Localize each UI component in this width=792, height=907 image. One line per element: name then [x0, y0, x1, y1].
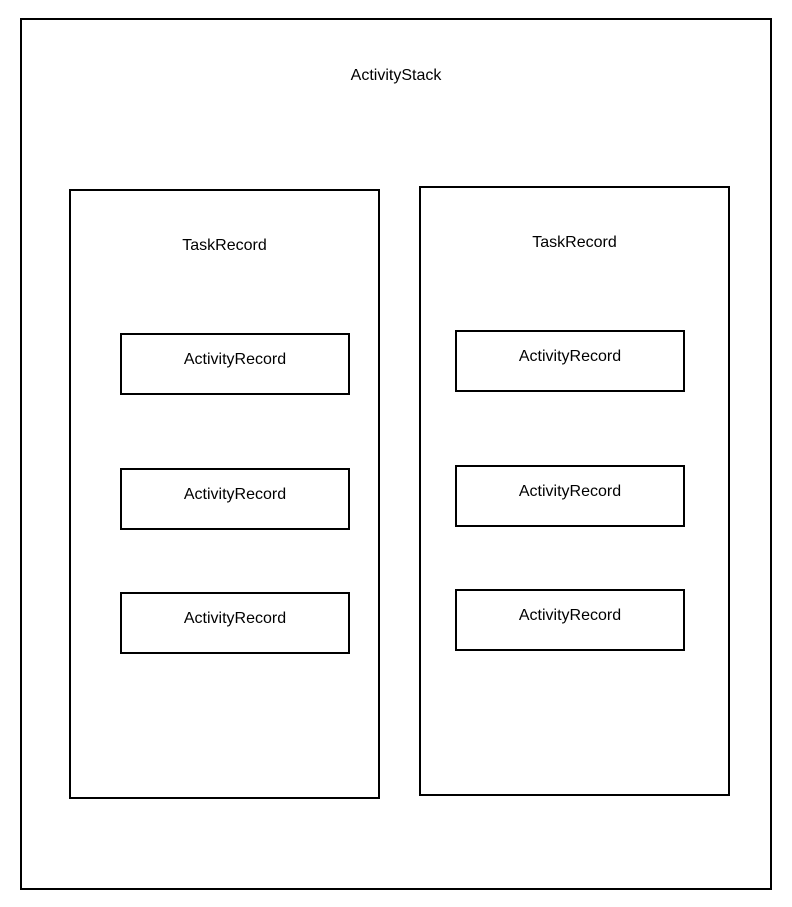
task-record-label: TaskRecord: [532, 234, 617, 251]
activity-record-box: ActivityRecord: [120, 592, 350, 654]
activity-stack-label: ActivityStack: [350, 67, 442, 84]
activity-record-box: ActivityRecord: [455, 465, 685, 527]
activity-stack-box: ActivityStack TaskRecord ActivityRecord …: [20, 18, 772, 890]
task-record-box-2: TaskRecord ActivityRecord ActivityRecord…: [419, 186, 730, 796]
activity-record-box: ActivityRecord: [120, 468, 350, 530]
task-record-box-1: TaskRecord ActivityRecord ActivityRecord…: [69, 189, 380, 799]
activity-record-box: ActivityRecord: [455, 589, 685, 651]
activity-record-box: ActivityRecord: [455, 330, 685, 392]
activity-record-box: ActivityRecord: [120, 333, 350, 395]
task-record-label: TaskRecord: [182, 237, 267, 254]
